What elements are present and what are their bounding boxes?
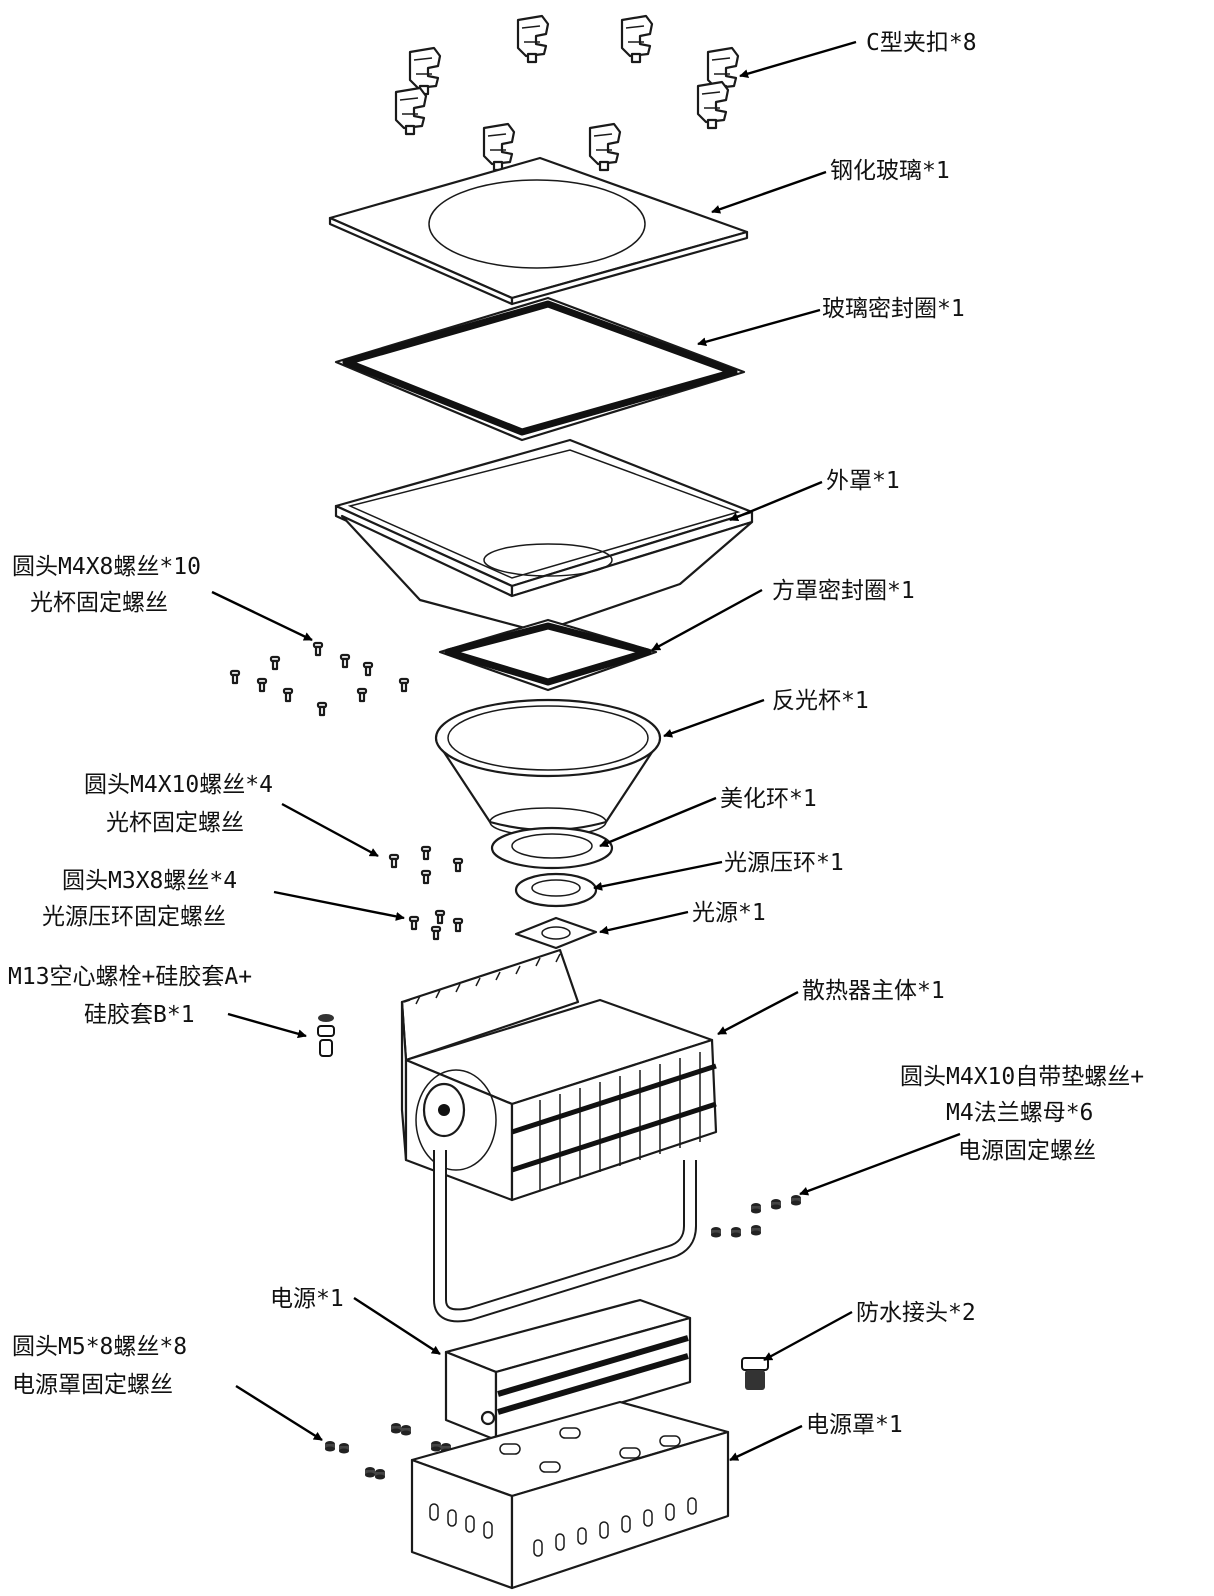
label-screw-m5x8-line2: 电源罩固定螺丝 (12, 1372, 173, 1398)
label-screw-m3x8-line1: 圆头M3X8螺丝*4 (62, 868, 237, 894)
screws-m4x8 (229, 641, 410, 717)
label-heatsink: 散热器主体*1 (802, 978, 945, 1004)
outer-cover (334, 438, 754, 634)
waterproof-joint (741, 1357, 769, 1390)
power-driver-cover (410, 1400, 730, 1590)
label-press-ring: 光源压环*1 (724, 850, 844, 876)
label-driver: 电源*1 (270, 1286, 344, 1312)
screws-m4x10-with-nuts (711, 1195, 801, 1238)
label-screw-m4x10-line1: 圆头M4X10螺丝*4 (84, 772, 273, 798)
label-screw-m5x8-line1: 圆头M5*8螺丝*8 (12, 1334, 187, 1360)
beauty-ring (490, 826, 614, 870)
label-cover-seal: 方罩密封圈*1 (772, 578, 915, 604)
label-m13-bolt-line2: 硅胶套B*1 (84, 1002, 195, 1028)
label-tempered-glass: 钢化玻璃*1 (830, 158, 950, 184)
light-source-module (514, 916, 598, 950)
label-c-clip: C型夹扣*8 (866, 30, 977, 56)
heatsink-body (400, 948, 718, 1323)
m13-hollow-bolt (317, 1014, 335, 1057)
leader-lines (211, 40, 961, 1462)
label-glass-seal: 玻璃密封圈*1 (822, 296, 965, 322)
label-screw-m4x10w-line1: 圆头M4X10自带垫螺丝+ (900, 1064, 1144, 1090)
label-m13-bolt-line1: M13空心螺栓+硅胶套A+ (8, 964, 252, 990)
c-clips (394, 14, 740, 172)
label-outer-cover: 外罩*1 (826, 468, 900, 494)
label-screw-m4x10-line2: 光杯固定螺丝 (106, 810, 244, 836)
power-driver (444, 1298, 692, 1442)
label-screw-m4x8-line1: 圆头M4X8螺丝*10 (12, 554, 201, 580)
part-labels: C型夹扣*8 钢化玻璃*1 玻璃密封圈*1 外罩*1 方罩密封圈*1 反光杯*1… (8, 30, 1144, 1438)
glass-seal-ring (334, 296, 746, 442)
label-reflector: 反光杯*1 (772, 688, 869, 714)
light-source-press-ring (514, 872, 598, 908)
label-light-source: 光源*1 (692, 900, 766, 926)
screws-m4x10 (388, 845, 464, 885)
label-screw-m4x8-line2: 光杯固定螺丝 (30, 590, 168, 616)
label-screw-m4x10w-line2: M4法兰螺母*6 (946, 1100, 1093, 1126)
label-waterproof-joint: 防水接头*2 (856, 1300, 976, 1326)
label-screw-m3x8-line2: 光源压环固定螺丝 (42, 904, 226, 930)
label-beauty-ring: 美化环*1 (720, 786, 817, 812)
tempered-glass (328, 156, 749, 306)
label-driver-cover: 电源罩*1 (806, 1412, 903, 1438)
reflector-cup (434, 698, 662, 837)
label-screw-m4x10w-line3: 电源固定螺丝 (958, 1138, 1096, 1164)
square-cover-seal (438, 618, 658, 692)
screws-m3x8 (408, 909, 464, 941)
